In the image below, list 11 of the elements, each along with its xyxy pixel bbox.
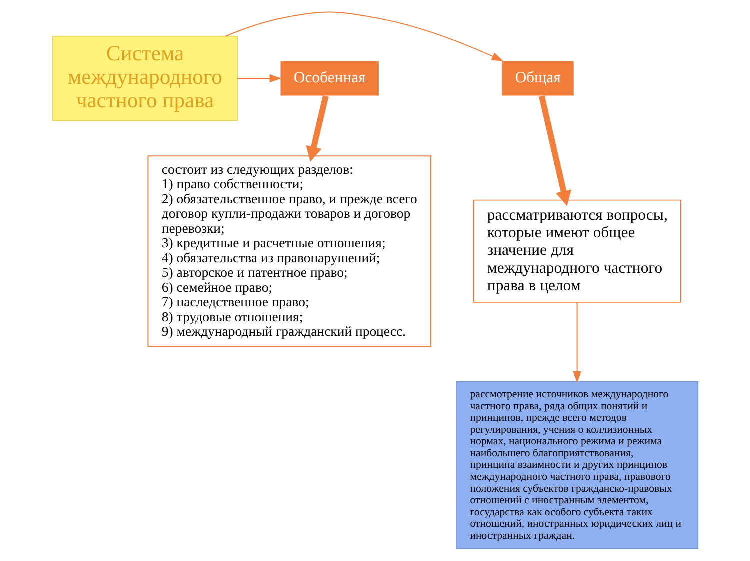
arrow — [306, 96, 328, 162]
node-box: Система международного частного права — [52, 36, 238, 122]
node-box: Особенная — [279, 60, 380, 97]
node-box: состоит из следующих разделов: 1) право собственности; 2) обязательственное право, и прежде всего договор купли-продажи товаров и договор перевозки; 3) кредитные и расчетные отношения; 4) обязательства из правонарушений; 5) авторское и патентное право; 6) семейное право; 7) наследственное право; 8) трудовые отношения; 9) международный гражданский процесс. — [147, 156, 431, 348]
node-box: рассмотрение источников международного частного права, ряда общих понятий и принципов, прежде всего методов регулирования, учения о коллизионных нормах, национального режима и режима наибольшего благоприятствования, принципа взаимности и других принципов международного частного права, правового положения субъектов гражданско-правовых отношений с иностранным элементом, государства как особого субъекта таких отношений, иностранных юридических лиц и иностранных граждан. — [456, 381, 698, 550]
arrow — [538, 96, 572, 206]
arrow — [236, 74, 282, 83]
arrow — [224, 12, 504, 62]
arrow — [572, 302, 581, 384]
node-box: рассматриваются вопросы, которые имеют общее значение для международного частного права в целом — [472, 200, 681, 303]
node-box: Общая — [500, 60, 574, 97]
